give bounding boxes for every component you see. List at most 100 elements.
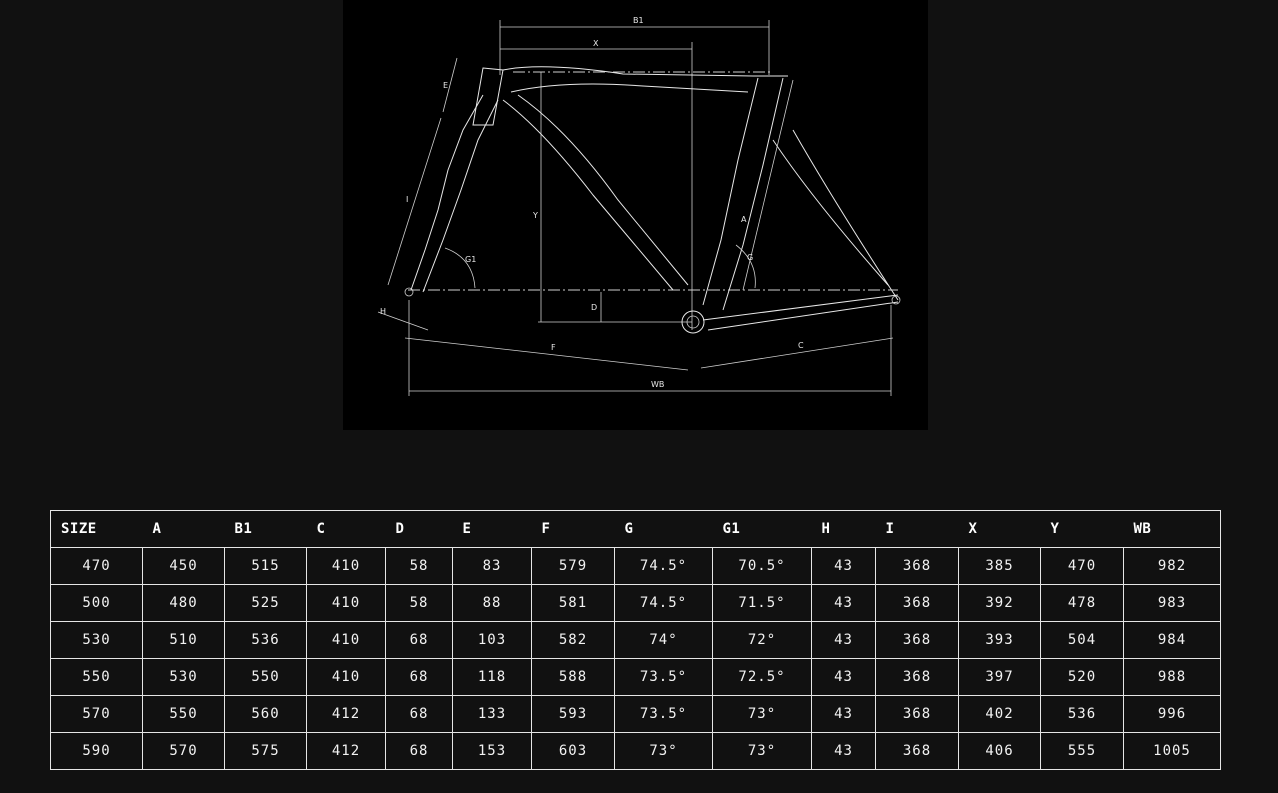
- h-label: H: [380, 307, 386, 316]
- table-cell: 74.5°: [614, 584, 713, 622]
- table-cell: 402: [958, 695, 1041, 733]
- table-cell: 368: [875, 732, 959, 770]
- head-tube: [472, 67, 504, 126]
- table-cell: 984: [1123, 621, 1221, 659]
- frame-drawing: B1 X Y D E I H: [377, 16, 901, 396]
- table-cell: 575: [224, 732, 307, 770]
- bottom-bracket: [681, 310, 705, 334]
- wb-label: WB: [651, 380, 664, 389]
- table-cell: 58: [385, 584, 453, 622]
- table-cell: 397: [958, 658, 1041, 696]
- table-cell: 70.5°: [712, 547, 812, 585]
- table-cell: 550: [224, 658, 307, 696]
- front-dropout: [404, 287, 414, 297]
- table-cell: 581: [531, 584, 615, 622]
- seat-stay: [772, 139, 889, 286]
- column-header: SIZE: [50, 510, 143, 548]
- table-cell: 603: [531, 732, 615, 770]
- e-label: E: [443, 81, 448, 90]
- table-cell: 368: [875, 695, 959, 733]
- table-cell: 412: [306, 695, 386, 733]
- table-cell: 410: [306, 658, 386, 696]
- f-dimension-line: [404, 337, 689, 371]
- table-cell: 393: [958, 621, 1041, 659]
- column-header: B1: [224, 510, 307, 548]
- table-cell: 72°: [712, 621, 812, 659]
- table-cell: 71.5°: [712, 584, 812, 622]
- table-cell: 555: [1040, 732, 1124, 770]
- table-cell: 406: [958, 732, 1041, 770]
- table-cell: 73°: [614, 732, 713, 770]
- i-dimension-line: [387, 117, 442, 286]
- chain-stay: [702, 294, 899, 321]
- g1-angle-arc: [444, 247, 476, 289]
- table-cell: 996: [1123, 695, 1221, 733]
- column-header: WB: [1123, 510, 1221, 548]
- column-header: H: [811, 510, 876, 548]
- column-header: G1: [712, 510, 812, 548]
- table-cell: 43: [811, 732, 876, 770]
- g-label: G: [747, 253, 753, 262]
- table-cell: 68: [385, 658, 453, 696]
- table-cell: 368: [875, 621, 959, 659]
- table-cell: 410: [306, 621, 386, 659]
- x-label: X: [593, 39, 599, 48]
- i-label: I: [406, 195, 408, 204]
- table-cell: 982: [1123, 547, 1221, 585]
- fork: [410, 94, 484, 291]
- table-cell: 582: [531, 621, 615, 659]
- table-cell: 410: [306, 584, 386, 622]
- table-cell: 525: [224, 584, 307, 622]
- table-cell: 560: [224, 695, 307, 733]
- seat-tube: [702, 77, 759, 306]
- h-dimension-line: [377, 311, 429, 331]
- table-cell: 43: [811, 695, 876, 733]
- table-cell: 536: [1040, 695, 1124, 733]
- table-cell: 988: [1123, 658, 1221, 696]
- table-cell: 368: [875, 658, 959, 696]
- table-cell: 530: [50, 621, 143, 659]
- table-cell: 68: [385, 732, 453, 770]
- e-dimension-line: [442, 57, 458, 113]
- column-header: F: [531, 510, 615, 548]
- g-angle-arc: [735, 244, 756, 289]
- rear-dropout: [891, 295, 901, 305]
- table-cell: 412: [306, 732, 386, 770]
- down-tube: [502, 99, 674, 291]
- table-cell: 579: [531, 547, 615, 585]
- table-cell: 520: [1040, 658, 1124, 696]
- table-cell: 530: [142, 658, 225, 696]
- table-cell: 133: [452, 695, 532, 733]
- table-cell: 510: [142, 621, 225, 659]
- table-cell: 153: [452, 732, 532, 770]
- table-cell: 72.5°: [712, 658, 812, 696]
- table-cell: 68: [385, 695, 453, 733]
- table-cell: 450: [142, 547, 225, 585]
- table-cell: 74°: [614, 621, 713, 659]
- table-cell: 73.5°: [614, 658, 713, 696]
- c-label: C: [798, 341, 804, 350]
- column-header: I: [875, 510, 959, 548]
- c-dimension-line: [700, 337, 894, 369]
- table-cell: 504: [1040, 621, 1124, 659]
- table-cell: 550: [142, 695, 225, 733]
- table-cell: 392: [958, 584, 1041, 622]
- top-tube: [502, 66, 788, 77]
- table-cell: 515: [224, 547, 307, 585]
- table-cell: 58: [385, 547, 453, 585]
- table-cell: 590: [50, 732, 143, 770]
- table-cell: 88: [452, 584, 532, 622]
- table-cell: 478: [1040, 584, 1124, 622]
- table-cell: 470: [50, 547, 143, 585]
- column-header: A: [142, 510, 225, 548]
- table-cell: 480: [142, 584, 225, 622]
- table-cell: 43: [811, 658, 876, 696]
- y-label: Y: [532, 211, 538, 220]
